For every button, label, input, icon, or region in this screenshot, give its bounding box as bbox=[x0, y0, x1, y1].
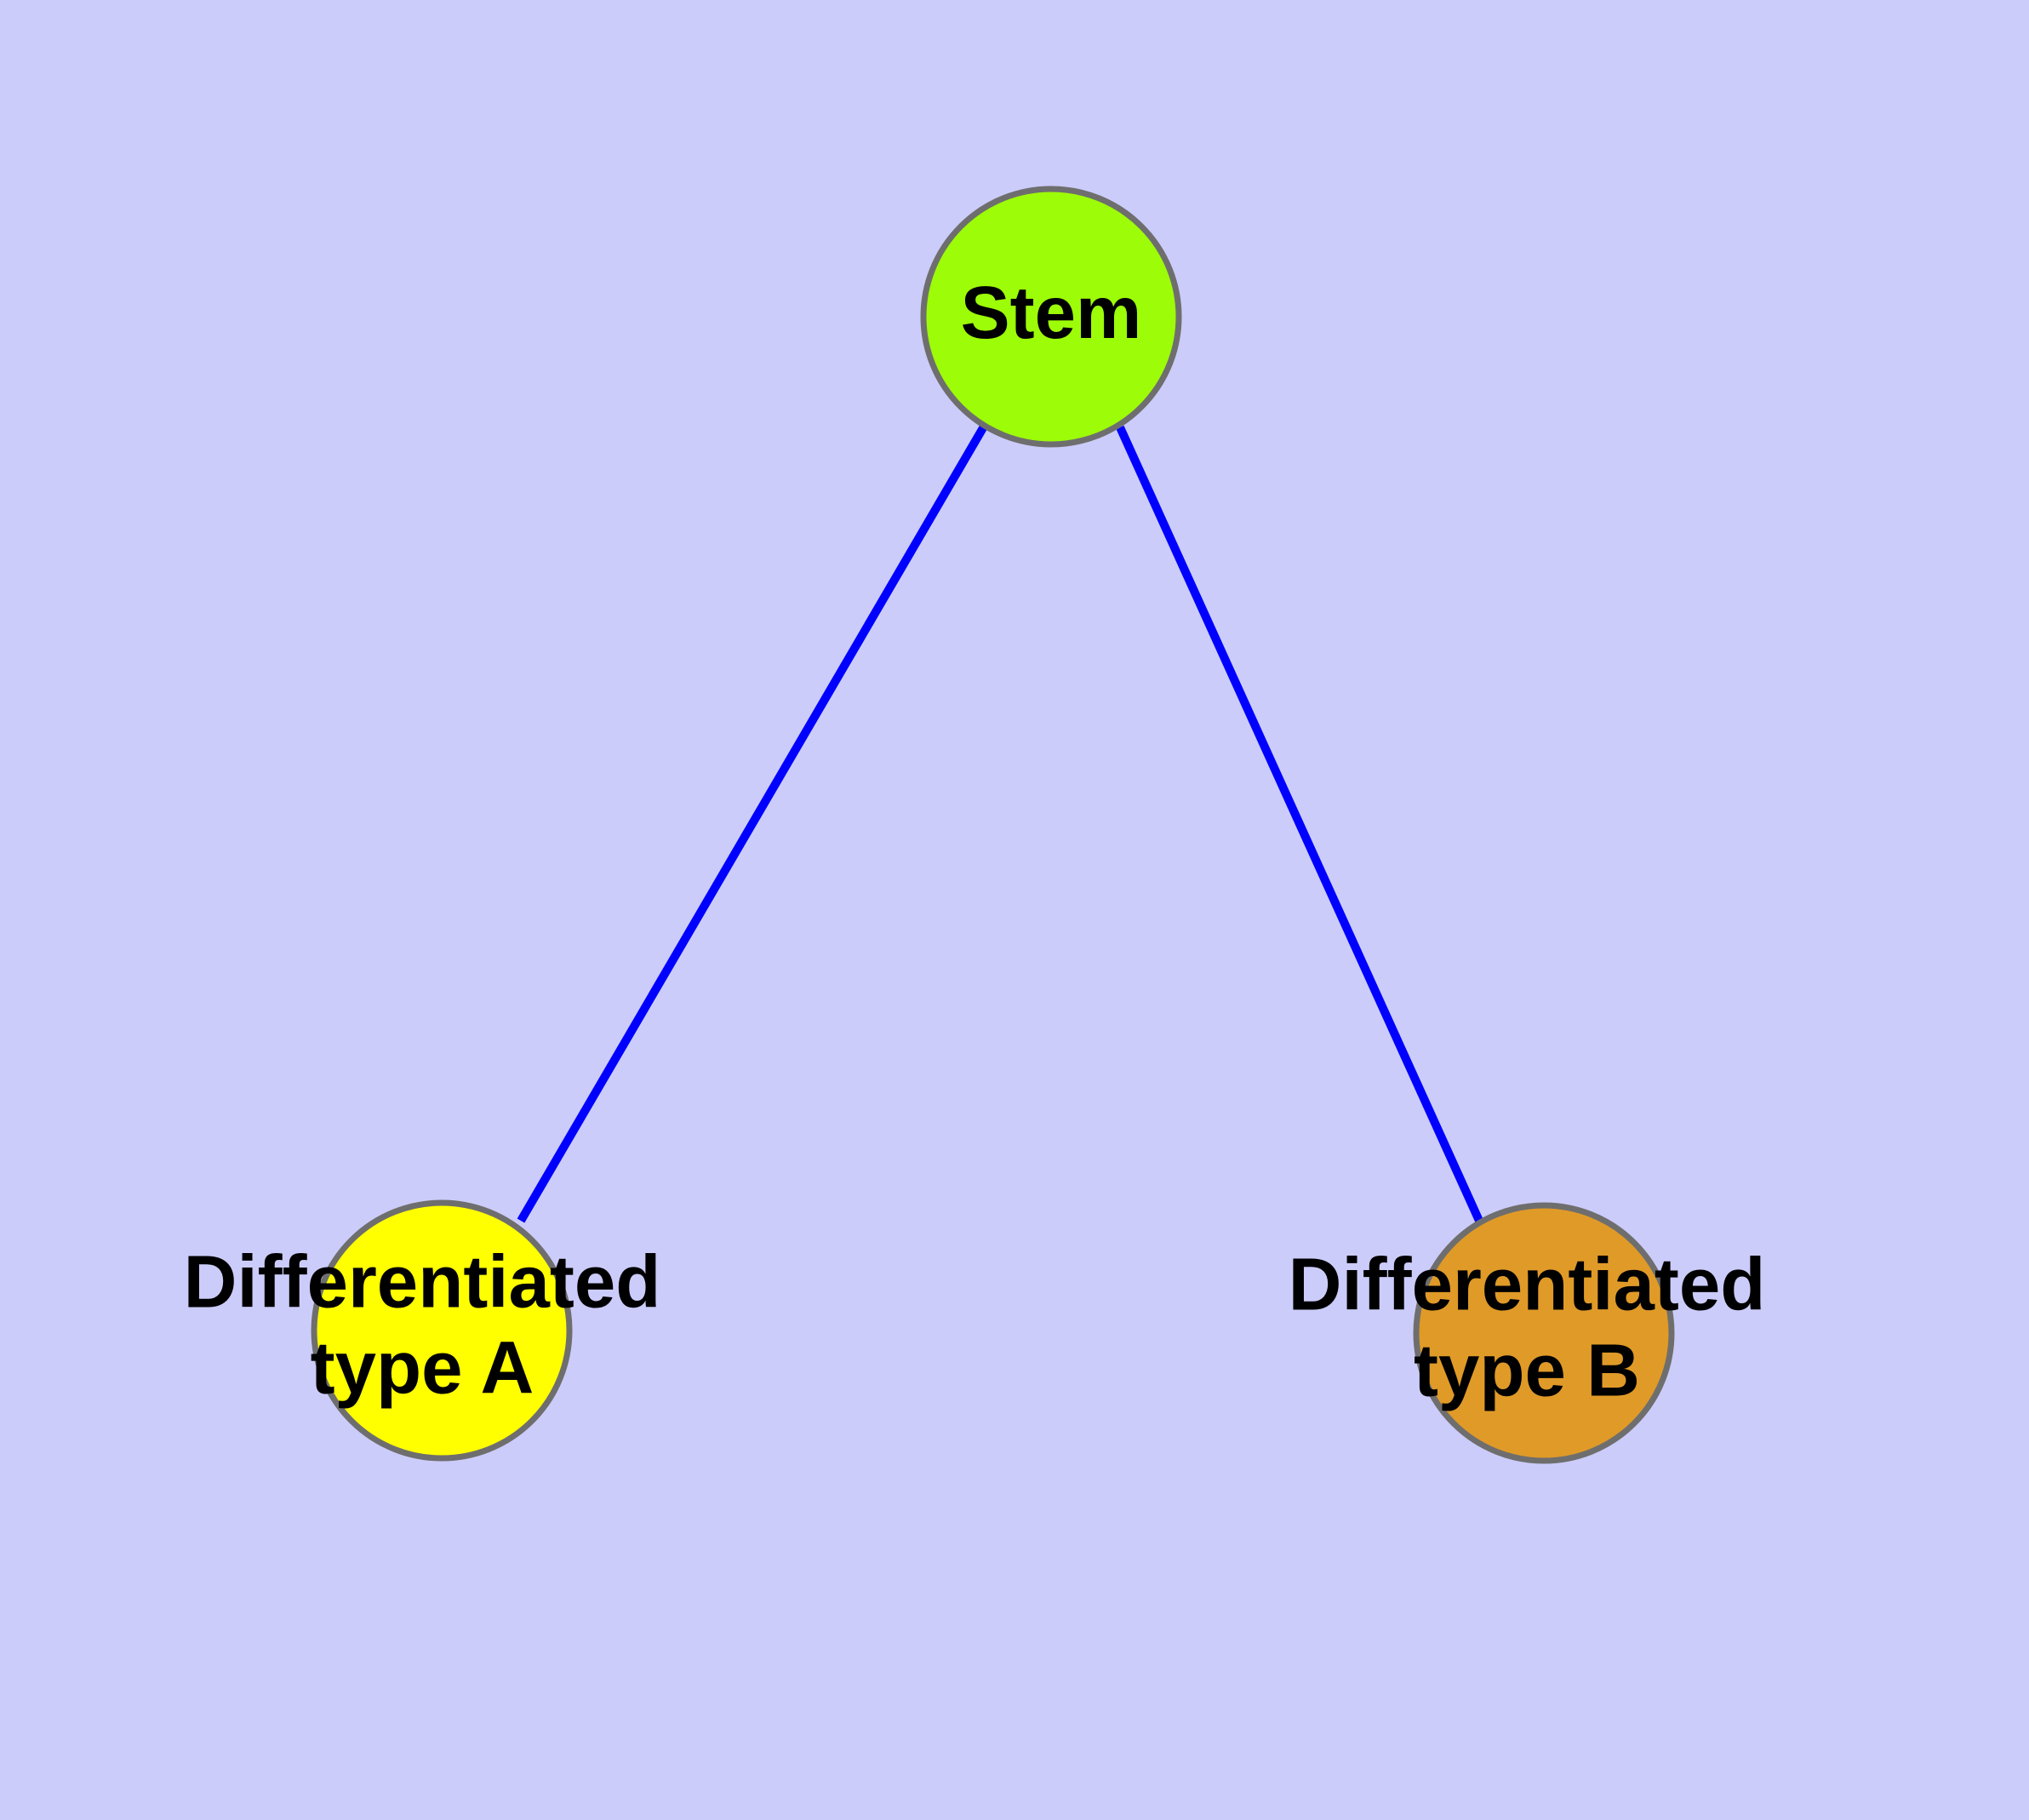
edge-stem-to-differentiated-type-a[interactable] bbox=[517, 424, 988, 1223]
node-layer bbox=[311, 186, 1675, 1464]
node-label-line: type B bbox=[1414, 1329, 1640, 1411]
node-stem[interactable] bbox=[920, 186, 1182, 448]
node-label-line: Differentiated bbox=[184, 1241, 661, 1324]
node-label-line: Stem bbox=[961, 272, 1142, 354]
node-differentiated-type-b[interactable] bbox=[1413, 1202, 1675, 1464]
node-label-line: Differentiated bbox=[1289, 1244, 1766, 1326]
edge-layer bbox=[517, 424, 1483, 1223]
node-differentiated-type-a[interactable] bbox=[311, 1199, 573, 1462]
node-label-line: type A bbox=[311, 1326, 534, 1409]
edge-stem-to-differentiated-type-b[interactable] bbox=[1116, 425, 1483, 1223]
node-label-stem: Stem bbox=[961, 272, 1142, 354]
